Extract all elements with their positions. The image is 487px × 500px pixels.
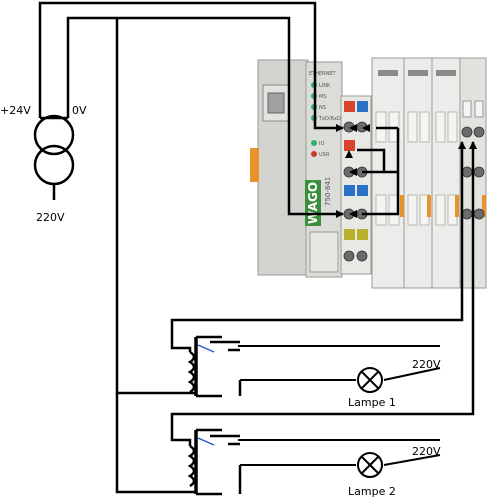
lamp-2 xyxy=(357,452,383,478)
relay-2-mains-return xyxy=(383,454,441,466)
arrowhead xyxy=(349,168,357,176)
supply-plus-label: +24V xyxy=(0,104,31,117)
screw xyxy=(473,166,485,178)
screw xyxy=(461,126,473,138)
bridge-3 xyxy=(362,172,400,216)
relay-2 xyxy=(178,428,441,496)
io-module-2 xyxy=(403,57,433,289)
arrowhead xyxy=(349,210,357,218)
module-slot xyxy=(435,111,446,143)
screw xyxy=(343,250,355,262)
orange-latch xyxy=(250,148,259,182)
bridge-2 xyxy=(357,148,386,172)
output-wires xyxy=(170,141,477,442)
led-label-usr: USR xyxy=(319,152,330,158)
led-label-io: IO xyxy=(319,141,324,147)
circuit-1-voltage: 220V xyxy=(412,358,441,371)
terminal-blue-1 xyxy=(357,101,368,112)
module-slot xyxy=(407,111,418,143)
relay-1-mains-return xyxy=(383,367,441,381)
relay-2-coil xyxy=(187,444,196,488)
module-bar xyxy=(408,70,428,76)
wire-plus24v xyxy=(38,1,344,132)
screw xyxy=(356,250,368,262)
plc-controller: ETHERNET LINK MS NS TxD/RxD IO USR WAGO … xyxy=(250,59,372,278)
coupler-screws xyxy=(343,121,368,262)
led-label-link: LINK xyxy=(319,83,331,89)
lamp-1 xyxy=(357,367,383,393)
module-top-bars xyxy=(378,70,456,76)
service-flap xyxy=(309,231,339,273)
led-label-txd: TxD/RxD xyxy=(318,116,341,122)
screw xyxy=(461,208,473,220)
arrowhead xyxy=(345,150,353,158)
supply-wires xyxy=(38,1,400,494)
output-slot xyxy=(474,100,484,118)
led-io xyxy=(311,140,317,146)
led-label-ns: NS xyxy=(319,105,326,111)
circuit-2-voltage: 220V xyxy=(412,445,441,458)
ethernet-label: ETHERNET xyxy=(309,71,337,77)
module-bar xyxy=(378,70,398,76)
supply-mains-label: 220V xyxy=(36,211,65,224)
module-slot xyxy=(435,194,446,226)
screw xyxy=(461,166,473,178)
screw xyxy=(473,208,485,220)
relay-2-lead xyxy=(178,438,192,446)
arrowhead xyxy=(349,124,357,132)
lamp-2-cross-b xyxy=(361,456,379,474)
terminal-yellow-1 xyxy=(344,229,355,240)
relay-2-armature xyxy=(197,437,215,446)
relay-1-coil xyxy=(187,350,196,394)
orange-tab xyxy=(427,195,431,217)
module-slot xyxy=(375,194,387,226)
relay-1 xyxy=(178,335,441,398)
ethernet-jack xyxy=(267,92,285,114)
module-slot xyxy=(407,194,418,226)
module-slot xyxy=(447,111,458,143)
output-slot xyxy=(462,100,472,118)
terminal-red-2 xyxy=(344,140,355,151)
screw xyxy=(473,126,485,138)
lamp-1-cross-b xyxy=(361,371,379,389)
terminal-red-1 xyxy=(344,101,355,112)
orange-tab xyxy=(455,195,459,217)
relay-1-armature xyxy=(197,344,215,353)
led-usr xyxy=(311,151,317,157)
relay-circuit-2: 220V Lampe 2 xyxy=(178,428,441,498)
wire-output-2 xyxy=(170,141,477,442)
arrowhead xyxy=(362,124,370,132)
lamp-2-label: Lampe 2 xyxy=(348,485,396,498)
bridge-arrowheads xyxy=(345,124,370,218)
brand-text: WAGO xyxy=(306,182,320,224)
orange-tab xyxy=(400,195,404,217)
terminal-blue-3 xyxy=(357,185,368,196)
relay-1-lead xyxy=(178,346,192,352)
model-text: 750-841 xyxy=(324,177,332,206)
output-module-screws xyxy=(461,126,485,220)
io-module-3 xyxy=(431,57,461,289)
transformer-coil-2 xyxy=(33,144,75,186)
relay-circuit-1: 220V Lampe 1 xyxy=(178,335,441,409)
wire-common-2 xyxy=(115,393,178,494)
module-slot xyxy=(419,111,430,143)
supply-zero-label: 0V xyxy=(72,104,87,117)
transformer-coil-1 xyxy=(33,114,75,156)
led-label-ms: MS xyxy=(319,94,327,100)
terminal-blue-2 xyxy=(344,185,355,196)
power-supply: +24V 0V 220V xyxy=(0,104,87,224)
wire-common-1 xyxy=(115,18,178,395)
wire-0v xyxy=(66,16,344,218)
lamp-1-label: Lampe 1 xyxy=(348,396,396,409)
module-orange-tabs xyxy=(400,195,486,217)
io-modules xyxy=(371,57,487,289)
wire-output-1 xyxy=(170,141,466,350)
terminal-yellow-2 xyxy=(357,229,368,240)
module-bar xyxy=(436,70,456,76)
orange-tab xyxy=(482,195,486,217)
